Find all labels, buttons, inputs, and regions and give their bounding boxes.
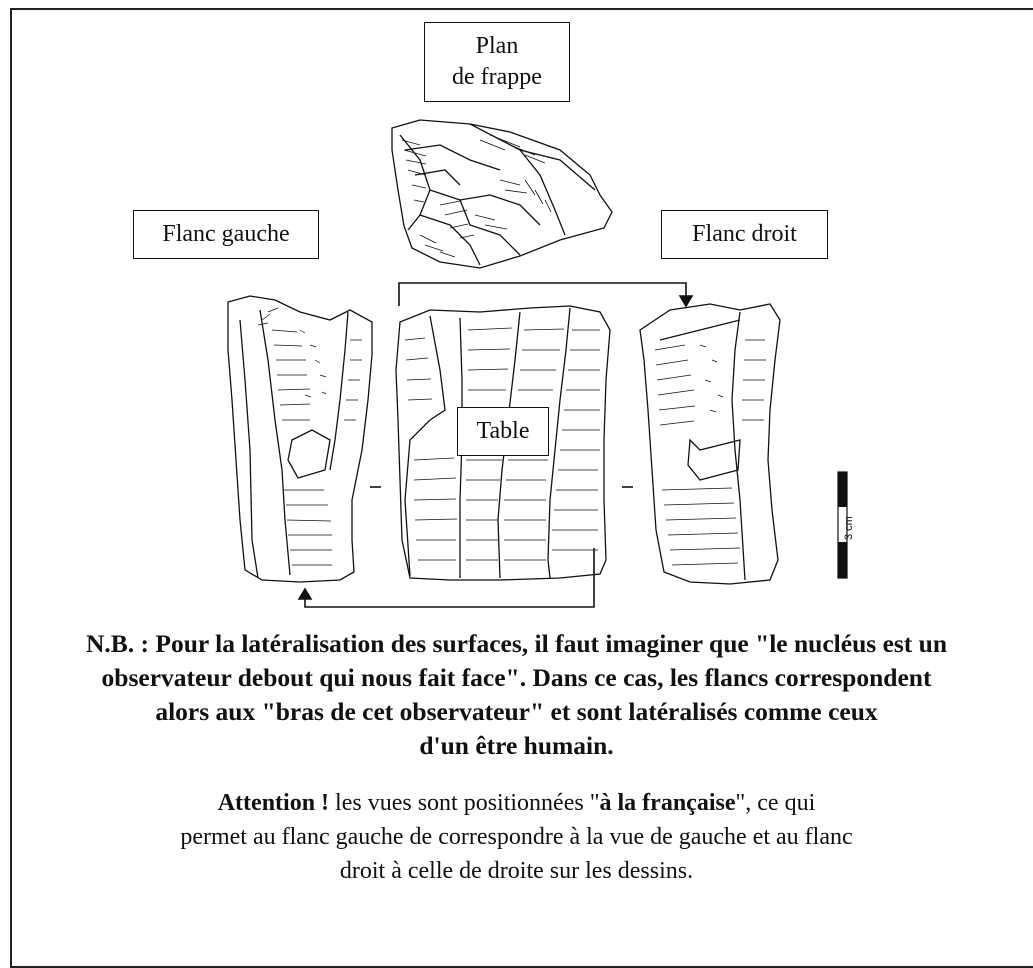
attention-line2: permet au flanc gauche de correspondre à… (180, 824, 853, 850)
nb-note-line1: N.B. : Pour la latéralisation des surfac… (85, 629, 948, 658)
attention-note: Attention ! les vues sont positionnées "… (60, 786, 973, 888)
attention-text1: les vues sont positionnées " (329, 790, 600, 816)
attention-term: à la française (599, 790, 736, 816)
nb-note-line2: observateur debout qui nous fait face". … (101, 663, 932, 692)
nb-note-line4: d'un être humain. (419, 731, 614, 760)
arrow-top (398, 282, 694, 308)
attention-line3: droit à celle de droite sur les dessins. (339, 858, 694, 884)
label-plan-de-frappe: Plan de frappe (424, 22, 570, 102)
label-flanc-droit: Flanc droit (661, 210, 828, 259)
plan-label-line1: Plan (475, 33, 519, 59)
attention-lead: Attention ! (217, 790, 330, 816)
scale-bar-label: 3 cm (843, 516, 855, 540)
plan-label-line2: de frappe (452, 64, 542, 90)
scale-bar (837, 471, 848, 579)
flanc-droit-view (639, 303, 781, 585)
nb-note-line3: alors aux "bras de cet observateur" et s… (155, 697, 878, 726)
label-flanc-gauche: Flanc gauche (133, 210, 319, 259)
nb-note: N.B. : Pour la latéralisation des surfac… (0, 627, 1033, 763)
attention-text2: ", ce qui (735, 790, 816, 816)
table-view (395, 305, 611, 581)
arrow-bottom (297, 548, 595, 608)
attention-line1: Attention ! les vues sont positionnées "… (60, 786, 973, 820)
label-table: Table (457, 407, 549, 456)
plan-de-frappe-view (391, 119, 613, 269)
flanc-gauche-view (227, 295, 373, 583)
